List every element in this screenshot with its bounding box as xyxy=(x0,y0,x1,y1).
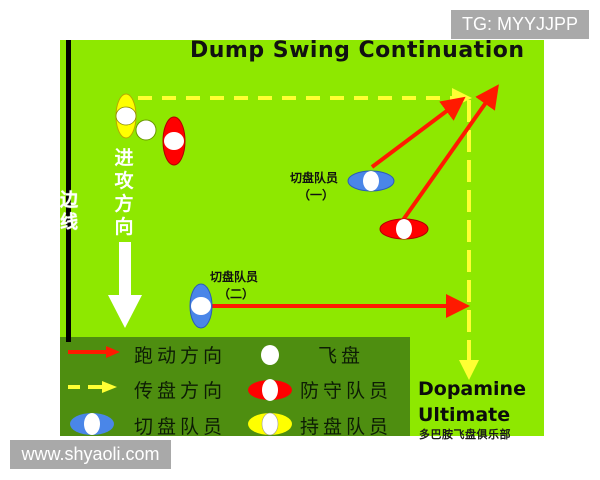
legend-disc-icon xyxy=(261,345,279,365)
pass-path xyxy=(138,88,479,380)
run-arrows xyxy=(208,84,499,318)
disc-marker xyxy=(135,119,157,141)
legend-defender-icon xyxy=(248,379,292,401)
sideline-label: 边线 xyxy=(60,190,78,233)
sideline xyxy=(66,40,71,342)
brand-line-1: Dopamine xyxy=(418,378,526,400)
legend-defender-label: 防守队员 xyxy=(300,380,393,402)
legend-run-direction-label: 跑动方向 xyxy=(134,345,227,367)
cutter-1-label: 切盘队员 xyxy=(290,171,339,185)
attack-direction-label: 进攻方向 xyxy=(114,147,134,238)
defender-marker-2 xyxy=(379,218,429,240)
legend-run-arrow-icon xyxy=(68,346,120,358)
legend-pass-arrow-icon xyxy=(68,381,117,393)
cutter-2-sub-label: （二） xyxy=(218,287,255,301)
legend-panel xyxy=(60,337,410,436)
defender-marker-1 xyxy=(162,116,186,166)
attack-direction-arrow xyxy=(108,242,142,328)
legend-handler-icon xyxy=(248,412,292,436)
brand-chinese-name: 多巴胺飞盘俱乐部 xyxy=(419,428,511,441)
brand-logo: Dopamine Ultimate xyxy=(418,376,526,428)
cutter-marker-2 xyxy=(189,283,213,329)
legend-handler-label: 持盘队员 xyxy=(300,416,393,438)
watermark-bottom: www.shyaoli.com xyxy=(10,440,171,469)
legend-disc-label: 飞盘 xyxy=(318,345,365,367)
handler-marker xyxy=(115,93,137,139)
legend-cutter-icon xyxy=(70,413,114,435)
watermark-top: TG: MYYJJPP xyxy=(451,10,589,39)
cutter-2-label: 切盘队员 xyxy=(210,270,259,284)
diagram-title: Dump Swing Continuation xyxy=(190,38,525,63)
legend-cutter-label: 切盘队员 xyxy=(134,416,227,438)
legend-pass-direction-label: 传盘方向 xyxy=(134,380,227,402)
cutter-marker-1 xyxy=(347,170,395,192)
brand-line-2: Ultimate xyxy=(418,404,511,426)
cutter-1-sub-label: （一） xyxy=(298,188,335,202)
